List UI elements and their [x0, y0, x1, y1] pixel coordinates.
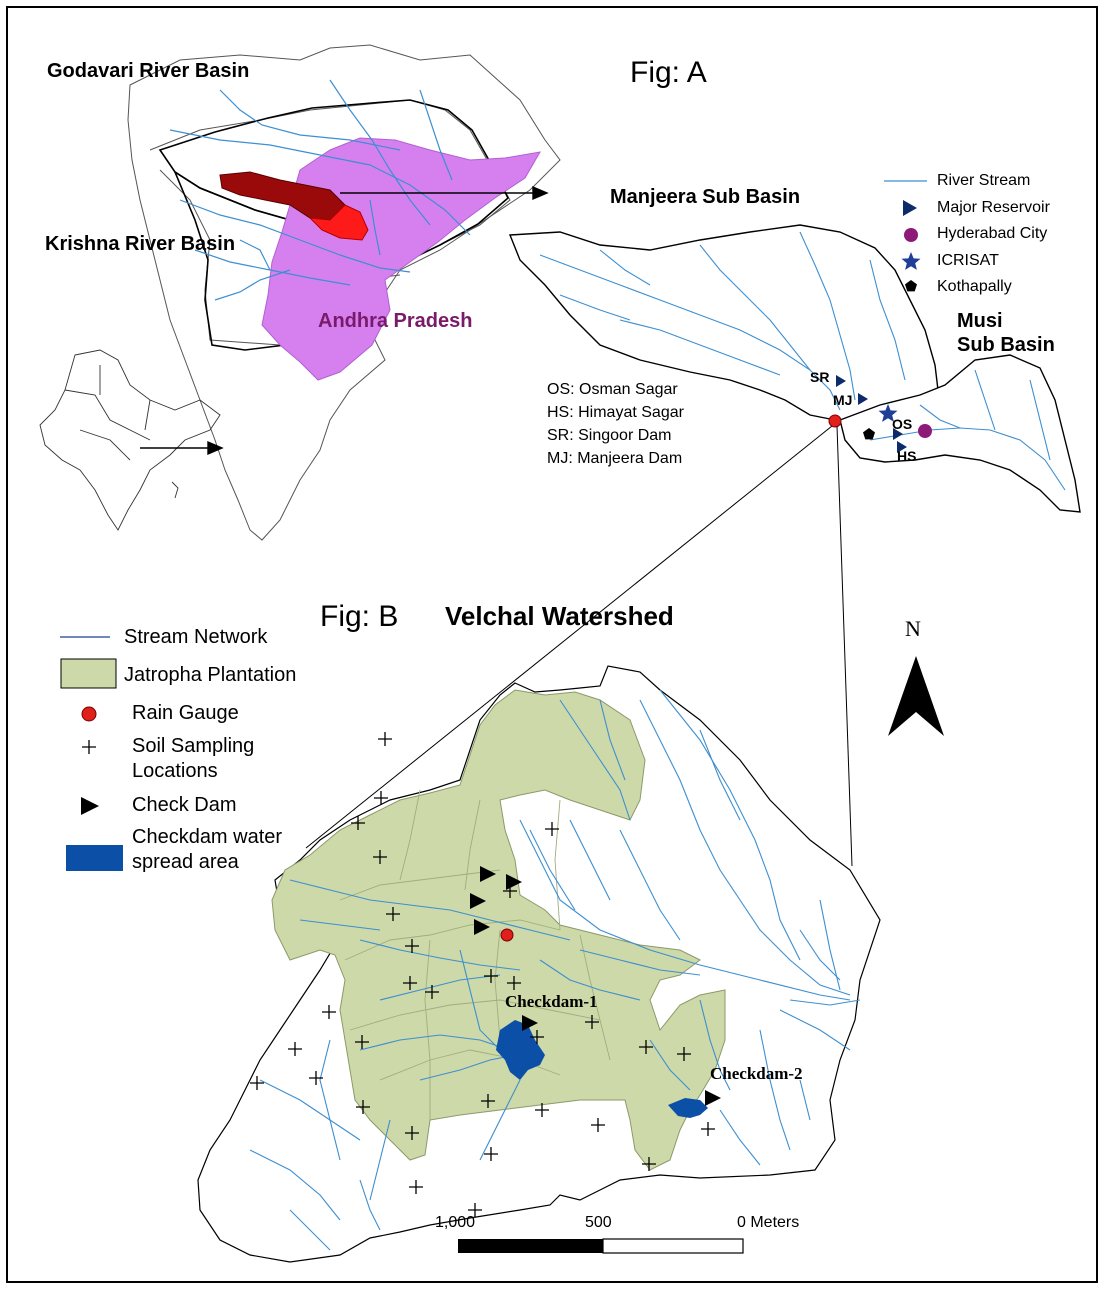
- legend-a-river-stream: River Stream: [937, 172, 1031, 189]
- checkdam-1-label: Checkdam-1: [505, 992, 598, 1011]
- legend-a-hyderabad-city: Hyderabad City: [937, 225, 1048, 242]
- checkdam-2-water: [668, 1098, 708, 1118]
- manjeera-sub-basin-label: Manjeera Sub Basin: [610, 186, 801, 208]
- connector-lines: [305, 425, 853, 867]
- legend-b-water-line2: spread area: [132, 851, 239, 873]
- fig-a-rivers: [169, 79, 471, 301]
- legend-b-water-line1: Checkdam water: [132, 826, 283, 848]
- krishna-basin-label: Krishna River Basin: [45, 233, 236, 255]
- legend-b-rain-gauge: Rain Gauge: [132, 702, 239, 724]
- stream-network: [249, 689, 861, 1251]
- scale-tick-0-meters: 0 Meters: [737, 1214, 800, 1231]
- checkdam-1-water: [496, 1020, 545, 1080]
- legend-a-major-reservoir: Major Reservoir: [937, 199, 1050, 216]
- sub-watershed-lines: [339, 789, 611, 1120]
- map-code-hs: HS: [897, 448, 917, 464]
- india-inset-outline: [39, 349, 221, 531]
- map-code-mj: MJ: [833, 392, 853, 408]
- godavari-basin-label: Godavari River Basin: [47, 60, 250, 82]
- musi-label-line2: Sub Basin: [957, 334, 1055, 356]
- abbr-hs: HS: Himayat Sagar: [547, 404, 684, 421]
- legend-b-stream-network: Stream Network: [124, 626, 268, 648]
- soil-sampling-locations: [250, 732, 715, 1217]
- map-code-sr: SR: [810, 369, 830, 385]
- musi-sub-basin: [839, 354, 1081, 513]
- abbr-os: OS: Osman Sagar: [547, 381, 678, 398]
- abbr-sr: SR: Singoor Dam: [547, 427, 672, 444]
- checkdam-2-label: Checkdam-2: [710, 1064, 803, 1083]
- rain-gauge: [500, 928, 514, 942]
- fig-a-sub-basin-rivers: [539, 231, 1066, 491]
- andhra-pradesh: [261, 137, 541, 381]
- jatropha-plantation: [271, 689, 726, 1171]
- fig-a-point-symbols: [828, 375, 932, 453]
- andhra-pradesh-label: Andhra Pradesh: [318, 310, 473, 332]
- scale-bar: [458, 1238, 744, 1254]
- legend-b-soil-line2: Locations: [132, 760, 218, 782]
- fig-b-title: Velchal Watershed: [445, 601, 674, 631]
- north-label: N: [905, 616, 921, 641]
- scale-tick-1000: 1,000: [435, 1214, 476, 1231]
- legend-a-icrisat: ICRISAT: [937, 252, 999, 269]
- fig-a-legend-symbols: [884, 180, 927, 292]
- fig-a-title: Fig: A: [630, 56, 707, 89]
- legend-b-soil-line1: Soil Sampling: [132, 735, 255, 757]
- musi-label-line1: Musi: [957, 310, 1003, 332]
- fig-b-legend-symbols: [60, 636, 123, 871]
- fig-b-label: Fig: B: [320, 600, 399, 633]
- arrows: [140, 185, 549, 456]
- legend-b-jatropha: Jatropha Plantation: [124, 664, 297, 686]
- legend-a-kothapally: Kothapally: [937, 278, 1012, 295]
- musi-basin-red: [308, 204, 369, 241]
- legend-b-check-dam: Check Dam: [132, 794, 237, 816]
- scale-tick-500: 500: [585, 1214, 612, 1231]
- abbr-mj: MJ: Manjeera Dam: [547, 450, 683, 467]
- map-code-os: OS: [892, 416, 913, 432]
- north-arrow-icon: [888, 656, 944, 736]
